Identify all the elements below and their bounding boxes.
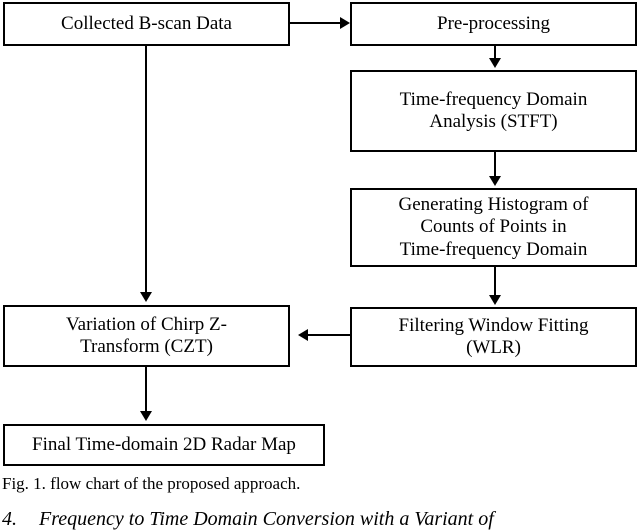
flow-node-pre-processing: Pre-processing [350,2,637,46]
node-label-line: Analysis (STFT) [429,111,558,132]
node-label-group: Variation of Chirp Z- Transform (CZT) [9,314,284,359]
flow-node-variation-of-chirp-z-transform: Variation of Chirp Z- Transform (CZT) [3,305,290,367]
node-label-line: Generating Histogram of [398,193,589,215]
node-label-line: Final Time-domain 2D Radar Map [32,433,296,455]
flow-node-time-frequency-analysis: Time-frequency Domain Analysis (STFT) [350,70,637,152]
edge-collected-to-pre-line [290,22,342,24]
node-label-group: Filtering Window Fitting (WLR) [356,315,631,360]
next-section-title: Frequency to Time Domain Conversion with… [39,508,494,530]
node-label-line: Filtering Window Fitting [398,314,589,336]
edge-hist-to-wlr-arrowhead-icon [489,295,501,305]
edge-wlr-to-czt-arrowhead-icon [298,329,308,341]
edge-wlr-to-czt-line [308,334,352,336]
figure-caption: Fig. 1. flow chart of the proposed appro… [2,474,301,493]
next-section-number: 4. [2,508,17,530]
node-label-group: Pre-processing [356,13,631,35]
edge-hist-to-wlr-line [494,267,496,295]
flow-node-filtering-window-fitting: Filtering Window Fitting (WLR) [350,307,637,367]
node-label-line: Counts of Points in [420,216,567,238]
node-label-group: Final Time-domain 2D Radar Map [9,434,319,456]
node-label-line: Time-frequency Domain [399,238,588,260]
node-label-line: Time-frequency Domain [399,88,588,110]
flow-node-collected-b-scan-data: Collected B-scan Data [3,2,290,46]
edge-stft-to-hist-line [494,152,496,176]
edge-pre-to-stft-arrowhead-icon [489,58,501,68]
node-label-line: Transform (CZT) [80,336,213,357]
edge-czt-to-final-line [145,367,147,411]
flow-node-final-time-domain-radar-map: Final Time-domain 2D Radar Map [3,424,325,466]
node-label-group: Collected B-scan Data [9,13,284,35]
edge-stft-to-hist-arrowhead-icon [489,176,501,186]
edge-collected-to-pre-arrowhead-icon [340,17,350,29]
node-label-group: Generating Histogram of Counts of Points… [356,194,631,261]
flow-node-generating-histogram: Generating Histogram of Counts of Points… [350,188,637,267]
next-section-heading: 4. Frequency to Time Domain Conversion wi… [2,508,494,530]
edge-czt-to-final-arrowhead-icon [140,411,152,421]
node-label-line: Variation of Chirp Z- [66,313,227,335]
node-label-line: Pre-processing [437,12,550,34]
edge-collected-to-czt-line [145,46,147,292]
node-label-group: Time-frequency Domain Analysis (STFT) [356,89,631,134]
node-label-line: (WLR) [466,337,521,358]
node-label-line: Collected B-scan Data [61,12,232,34]
edge-collected-to-czt-arrowhead-icon [140,292,152,302]
edge-pre-to-stft-line [494,46,496,60]
